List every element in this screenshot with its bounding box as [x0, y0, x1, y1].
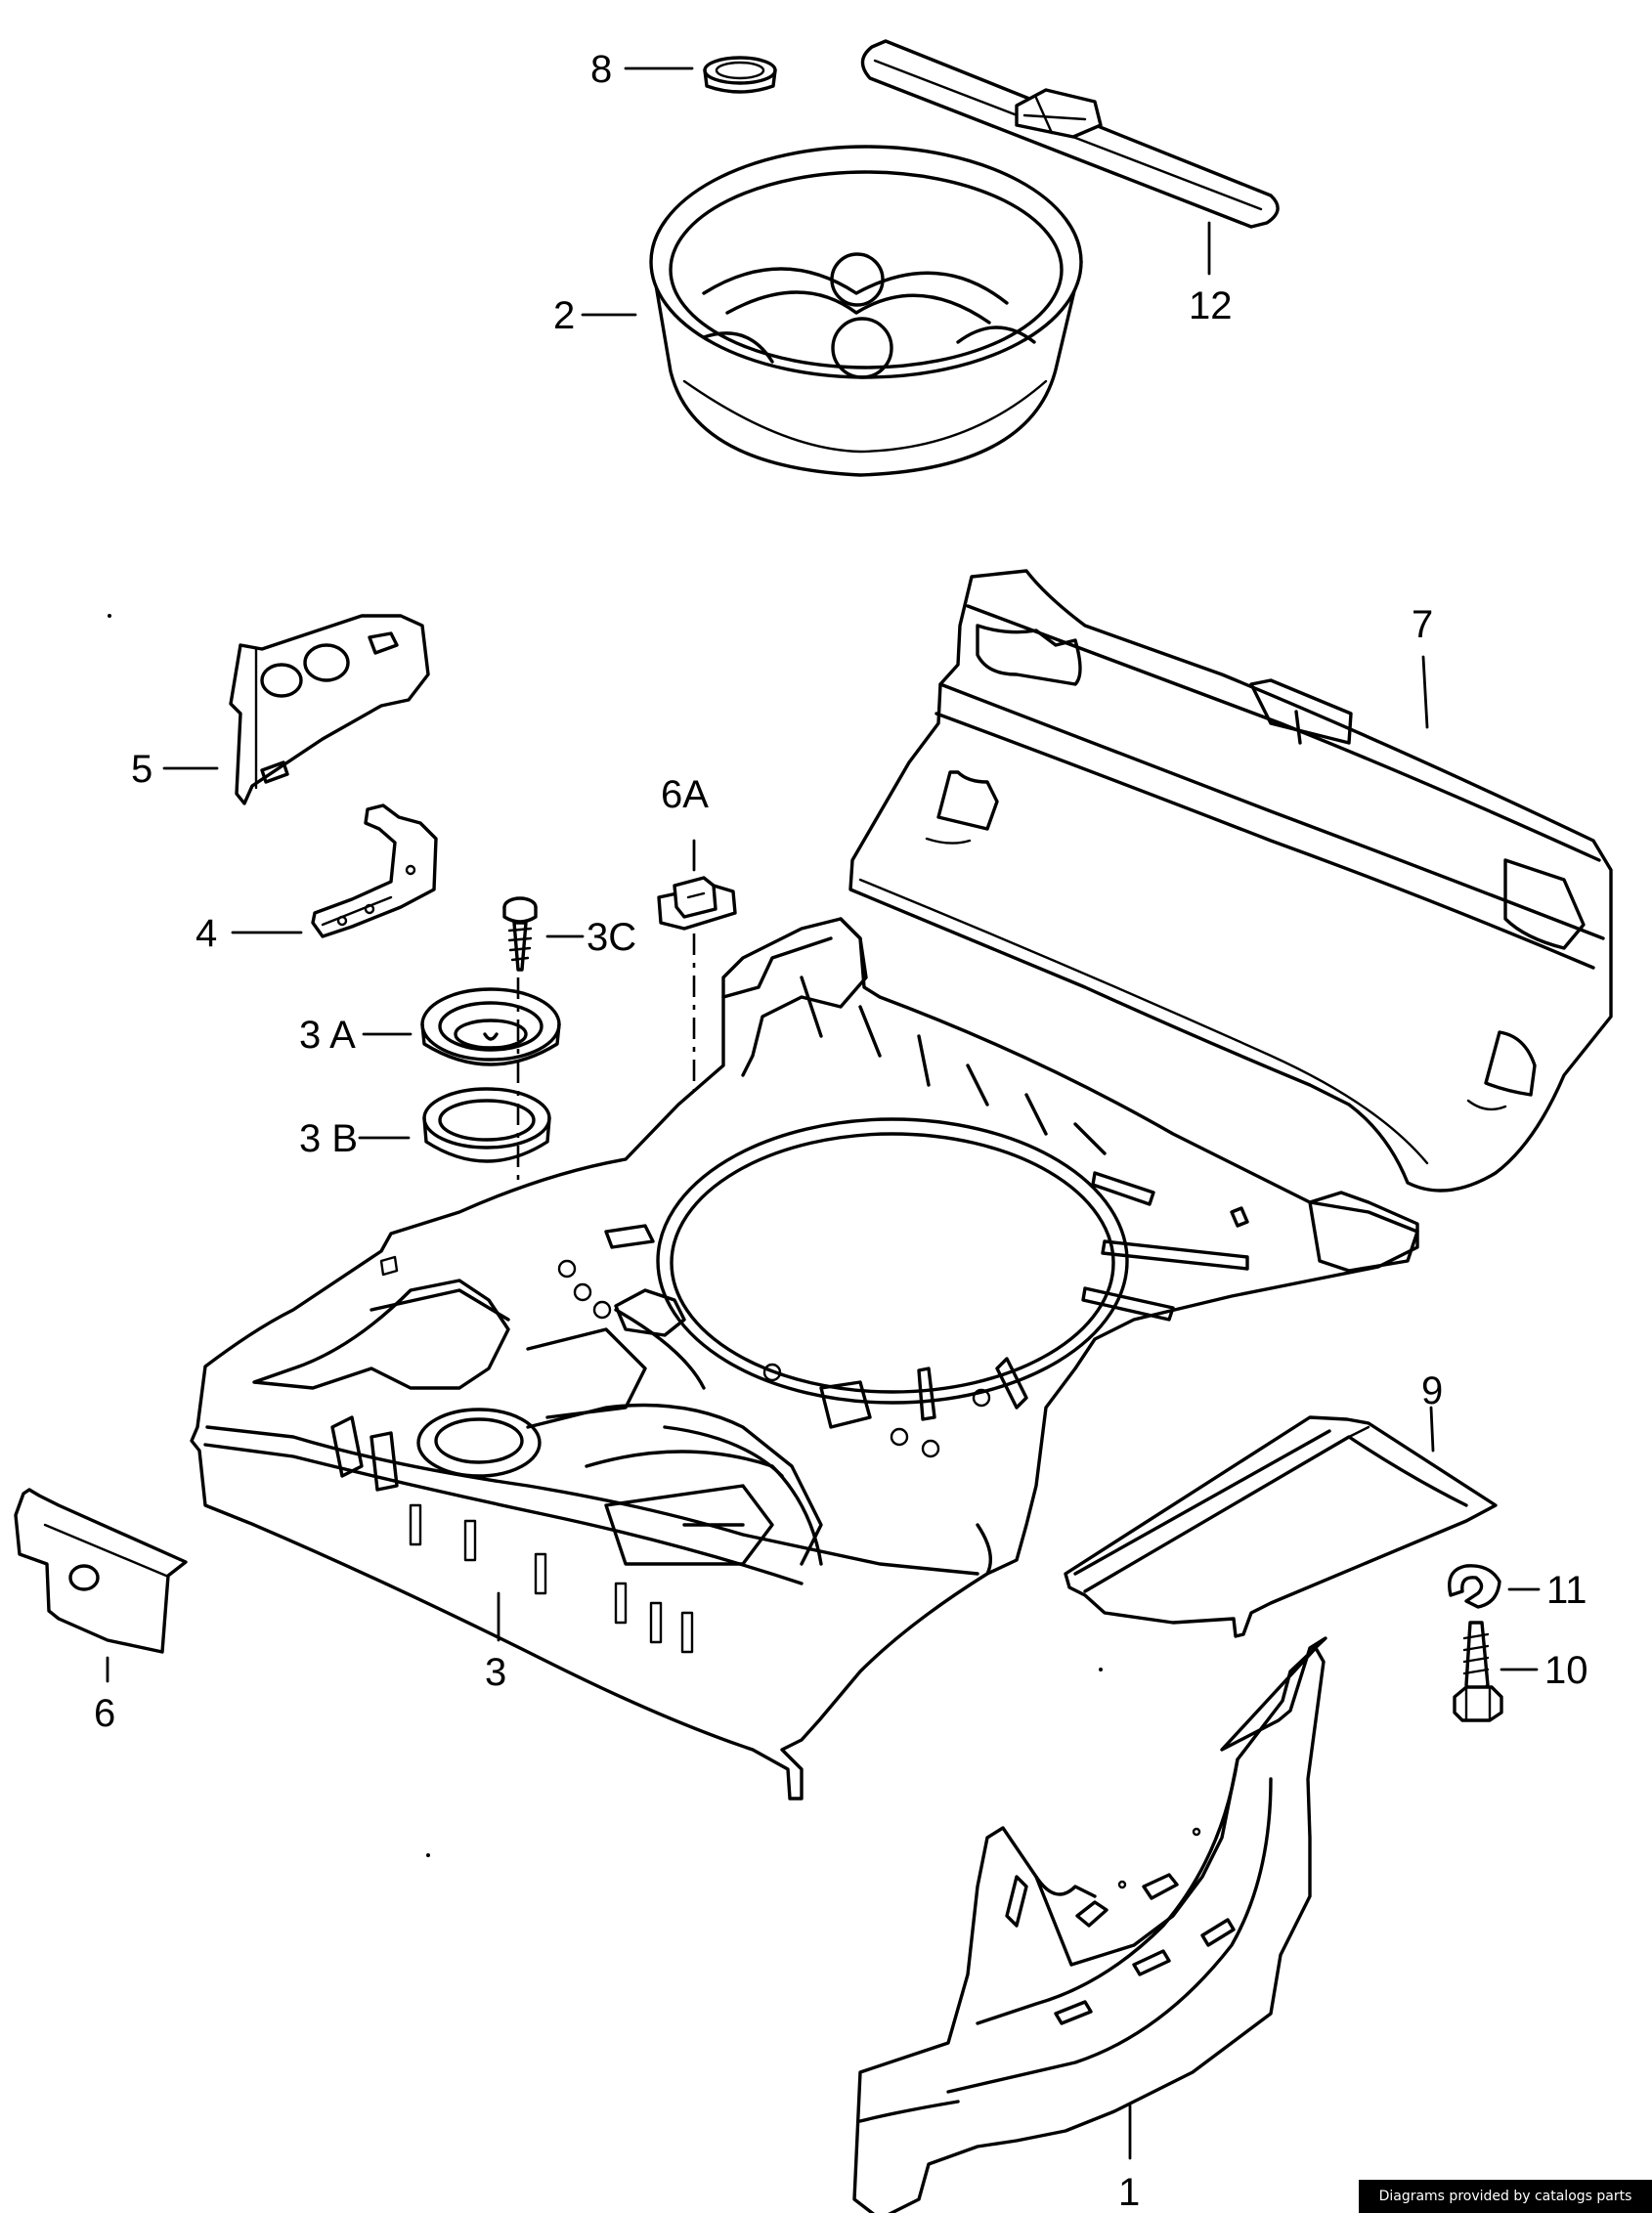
leader-9 [1429, 1406, 1435, 1453]
part-5-bracket[interactable] [229, 614, 430, 805]
callout-8: 8 [590, 48, 612, 91]
part-12-strap[interactable] [860, 39, 1280, 229]
callout-12: 12 [1189, 284, 1233, 327]
stray-dot [108, 614, 111, 618]
credit-banner: Diagrams provided by catalogs parts [1359, 2180, 1652, 2213]
part-7-rear-panel[interactable] [848, 569, 1613, 1193]
callout-4: 4 [196, 912, 217, 955]
callout-3c: 3C [587, 916, 636, 959]
callout-5: 5 [131, 748, 152, 791]
part-3-floor-pan[interactable] [190, 917, 1419, 1801]
callout-3a: 3 A [299, 1014, 356, 1057]
part-3b-ring-seal[interactable] [422, 1087, 551, 1163]
part-4-angle-bracket[interactable] [311, 803, 438, 938]
part-11-lock-washer[interactable] [1448, 1564, 1501, 1609]
callout-1: 1 [1118, 2171, 1140, 2213]
callout-6a: 6A [661, 773, 709, 816]
callout-9: 9 [1421, 1369, 1443, 1412]
part-2-spare-wheel-well[interactable] [649, 145, 1083, 477]
part-3a-plug[interactable] [420, 987, 561, 1066]
part-8-grommet[interactable] [703, 56, 777, 94]
stray-dot [426, 1853, 430, 1857]
callout-2: 2 [553, 294, 575, 337]
part-3c-screw[interactable] [502, 896, 538, 972]
callout-7: 7 [1412, 603, 1433, 646]
callout-3b: 3 B [299, 1117, 358, 1160]
part-6a-clip[interactable] [657, 876, 737, 931]
callout-11: 11 [1546, 1569, 1587, 1612]
leader-7 [1421, 655, 1429, 729]
part-1-quarter-inner-panel[interactable] [852, 1636, 1327, 2213]
callout-10: 10 [1544, 1649, 1588, 1692]
part-9-side-member[interactable] [1064, 1415, 1498, 1638]
part-6-side-piece[interactable] [14, 1488, 188, 1654]
stray-dot [1099, 1668, 1103, 1671]
part-10-hex-screw[interactable] [1453, 1621, 1503, 1722]
callout-3: 3 [485, 1651, 506, 1694]
callout-6: 6 [94, 1692, 115, 1735]
